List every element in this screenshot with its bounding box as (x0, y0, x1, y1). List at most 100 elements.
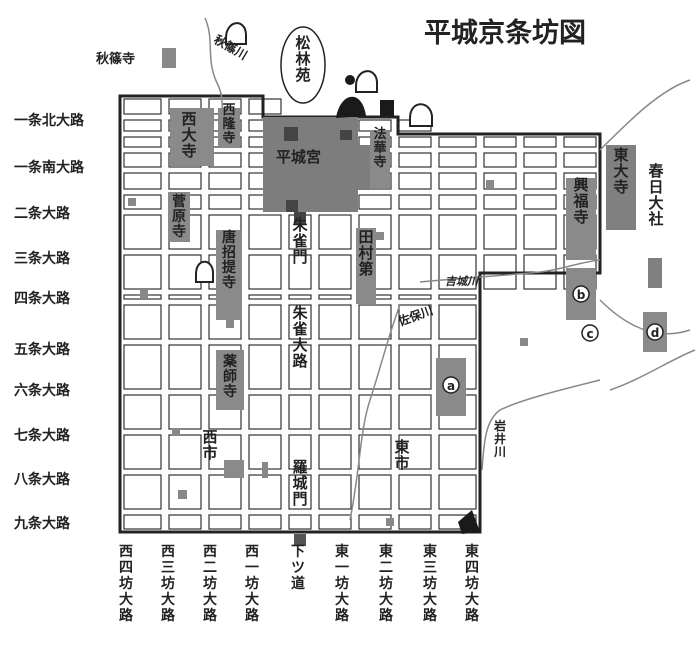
todaiji-block (606, 145, 636, 230)
street-label-shimotsumichi: 下ツ道 (291, 544, 305, 592)
city-block (208, 172, 242, 190)
suzakumon-gate (294, 212, 306, 224)
yakushiji-label: 薬師寺 (223, 353, 237, 400)
city-block (438, 474, 477, 510)
city-block (483, 194, 517, 210)
city-block (123, 152, 162, 168)
marker-b-circle (572, 285, 590, 303)
marker-a-label: a (447, 379, 455, 393)
city-block (438, 294, 477, 300)
street-label-4: 三条大路 (14, 250, 71, 267)
marker-b-label: b (577, 288, 586, 302)
city-block (123, 304, 162, 340)
city-block (288, 434, 312, 470)
city-block (438, 136, 477, 148)
street-label-w4: 西四坊大路 (119, 544, 134, 624)
eastern-hill-line-1 (599, 79, 691, 151)
street-label-e2: 東二坊大路 (379, 543, 394, 624)
city-block (318, 344, 352, 390)
city-block (288, 304, 312, 340)
kofun-black-icon (345, 75, 355, 85)
city-block (248, 304, 282, 340)
city-block (123, 172, 162, 190)
city-block (318, 294, 352, 300)
city-block (168, 434, 202, 470)
city-block (398, 172, 432, 190)
city-block (318, 214, 352, 250)
city-block (123, 119, 162, 132)
saidaiji-label: 西大寺 (181, 110, 196, 160)
marker-a-circle (442, 376, 460, 394)
city-block (398, 344, 432, 390)
city-block (248, 474, 282, 510)
city-block (438, 152, 477, 168)
hokkeji-label: 法華寺 (373, 126, 386, 170)
city-block (438, 172, 477, 190)
street-label-w2: 西二坊大路 (203, 544, 218, 624)
city-block (398, 294, 432, 300)
city-block (358, 344, 392, 390)
city-block (318, 514, 352, 530)
city-block (168, 514, 202, 530)
city-block (398, 434, 432, 470)
palace-east-extension (345, 145, 370, 190)
suzakuoji-label: 朱雀大路 (291, 304, 308, 370)
street-label-9: 八条大路 (13, 471, 71, 488)
street-label-5: 四条大路 (14, 290, 71, 307)
akishinodera-block (162, 48, 176, 68)
rajomon-label: 羅城門 (292, 458, 307, 508)
city-block (168, 304, 202, 340)
street-label-3: 二条大路 (14, 205, 71, 222)
city-block (358, 194, 392, 210)
city-block (563, 152, 597, 168)
city-block (523, 136, 557, 148)
city-block (318, 474, 352, 510)
palace-marks (284, 127, 352, 212)
iwai-river-label: 岩井川 (493, 418, 506, 459)
street-label-e4: 東四坊大路 (465, 543, 480, 624)
city-block (483, 214, 517, 250)
higashiichi-label: 東市 (394, 438, 409, 472)
city-block (123, 474, 162, 510)
iwai-river (481, 379, 601, 471)
city-block (563, 136, 597, 148)
city-block (123, 514, 162, 530)
city-block (123, 98, 162, 115)
street-label-7: 六条大路 (14, 382, 71, 399)
saho-river-label: 佐保川 (395, 302, 435, 329)
sairyuji-block (218, 108, 240, 148)
nishiichi-label: 西市 (202, 428, 217, 462)
city-block (208, 514, 242, 530)
city-block (168, 344, 202, 390)
sairyuji-label: 西隆寺 (222, 103, 236, 146)
hokkeji-block (370, 130, 390, 188)
city-block (398, 254, 432, 290)
city-block (288, 344, 312, 390)
city-block (123, 394, 162, 430)
city-block (358, 434, 392, 470)
tamuradai-label: 田村第 (358, 228, 373, 278)
city-block (288, 474, 312, 510)
city-block (398, 194, 432, 210)
city-block (523, 152, 557, 168)
yoshiki-river-label: 吉城川 (445, 275, 480, 288)
street-label-1: 一条北大路 (14, 112, 85, 129)
city-block (438, 194, 477, 210)
street-label-6: 五条大路 (14, 341, 71, 358)
city-block (248, 294, 282, 300)
city-block (483, 152, 517, 168)
city-block (168, 394, 202, 430)
marker-d-circle (646, 323, 664, 341)
kofun-black-icon (380, 100, 394, 116)
street-label-8: 七条大路 (14, 427, 71, 444)
city-block (398, 394, 432, 430)
street-label-e1: 東一坊大路 (335, 543, 350, 624)
saidaiji-block (170, 108, 214, 166)
city-block (248, 214, 282, 250)
kofun-black-icon (336, 96, 366, 118)
city-block (248, 344, 282, 390)
city-block (438, 214, 477, 250)
city-block (398, 214, 432, 250)
city-block (398, 304, 432, 340)
